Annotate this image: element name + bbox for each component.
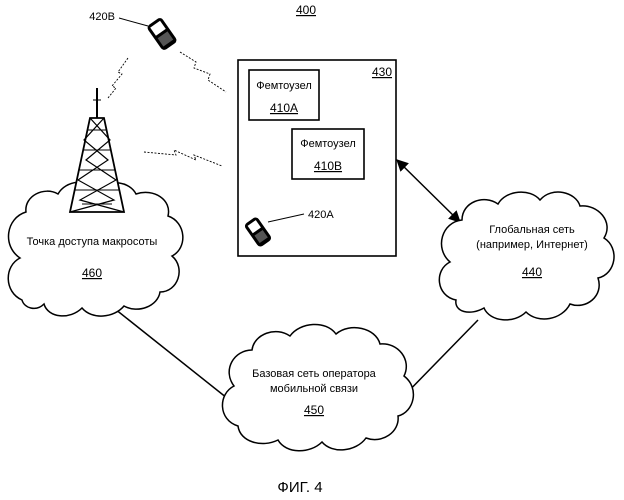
- figure-caption: ФИГ. 4: [277, 479, 322, 496]
- femto-container-ref: 430: [372, 65, 392, 79]
- figure-ref: 400: [296, 3, 316, 17]
- core-network-ref: 450: [304, 403, 324, 417]
- global-network-label-1: Глобальная сеть: [489, 224, 575, 236]
- femto-node-b-ref: 410B: [314, 159, 342, 173]
- wireless-link-tower-to-phone-b: [108, 58, 128, 98]
- phone-b-ref: 420B: [89, 11, 115, 23]
- core-network-label-1: Базовая сеть оператора: [252, 368, 377, 380]
- femto-node-b-label: Фемтоузел: [300, 138, 356, 150]
- macro-cell-ref: 460: [82, 266, 102, 280]
- mobile-phone-b-icon: [146, 17, 178, 52]
- cell-tower-icon: [70, 88, 124, 212]
- macro-cell-label: Точка доступа макросоты: [27, 236, 158, 248]
- global-network-cloud: [439, 192, 614, 320]
- femto-node-a-label: Фемтоузел: [256, 80, 312, 92]
- phone-b-leader: [119, 18, 148, 26]
- phone-a-ref: 420A: [308, 209, 334, 221]
- link-macro-to-core: [110, 305, 232, 402]
- global-network-label-2: (например, Интернет): [476, 239, 588, 251]
- wireless-link-phone-b-to-femto: [180, 52, 226, 92]
- core-network-label-2: мобильной связи: [270, 383, 358, 395]
- link-femto-to-global: [397, 160, 460, 222]
- global-network-ref: 440: [522, 265, 542, 279]
- femto-node-a-ref: 410A: [270, 101, 298, 115]
- wireless-link-tower-to-femto: [144, 150, 222, 166]
